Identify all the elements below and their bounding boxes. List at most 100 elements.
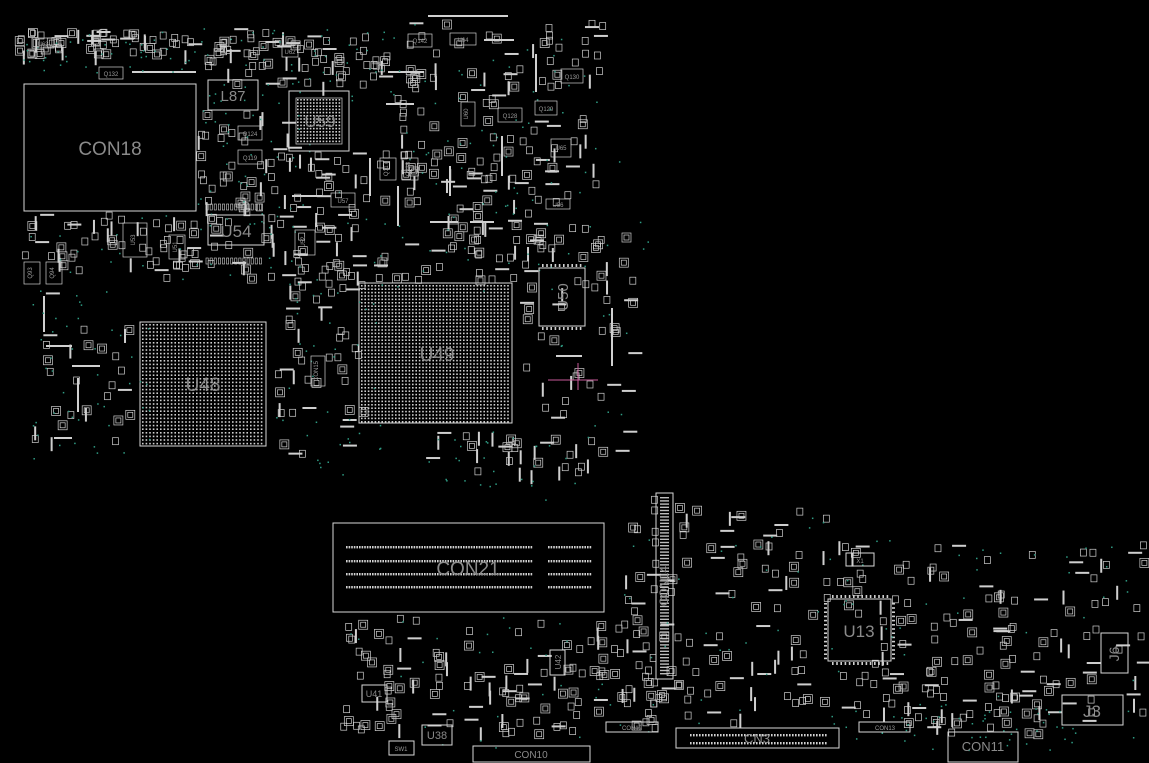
- con21-pins-g: [548, 573, 592, 576]
- label-con13: CON13: [875, 726, 896, 732]
- label-con10: CON10: [514, 750, 548, 761]
- cn3-pins: [690, 734, 827, 737]
- con21-pins-h: [548, 586, 592, 589]
- j6-outline[interactable]: [1100, 632, 1129, 674]
- label-u63: U63: [37, 42, 49, 48]
- label-u41: U41: [366, 689, 383, 699]
- con21-pins-d: [346, 586, 533, 589]
- label-x1: X1: [856, 559, 864, 565]
- label-u53: U53: [131, 234, 137, 246]
- q129-outline[interactable]: [534, 100, 558, 116]
- q117-outline[interactable]: [379, 157, 397, 181]
- label-j3: J3: [1083, 702, 1101, 721]
- u13-pins: [824, 595, 895, 665]
- u62-outline[interactable]: [281, 44, 299, 58]
- q130-outline[interactable]: [560, 68, 584, 84]
- label-u38: U38: [427, 730, 447, 742]
- label-con14: CON14: [657, 566, 671, 606]
- x1-outline[interactable]: [845, 552, 875, 567]
- u41-outline[interactable]: [361, 684, 388, 703]
- u65-outline[interactable]: [550, 138, 572, 158]
- u52-outline[interactable]: [294, 229, 316, 256]
- q142-outline[interactable]: [407, 33, 433, 48]
- u38-outline[interactable]: [421, 724, 453, 746]
- con18-outline[interactable]: [23, 83, 197, 212]
- u64-outline[interactable]: [449, 32, 477, 46]
- con21-pins-e: [548, 546, 592, 549]
- q118-outline[interactable]: [401, 157, 419, 181]
- u49-bga[interactable]: [358, 282, 513, 424]
- sw1-outline[interactable]: [388, 740, 415, 756]
- label-u60: U60: [464, 108, 470, 120]
- label-u50: U50: [555, 283, 572, 311]
- label-u62: U62: [284, 50, 296, 56]
- slot-pads: [43, 15, 613, 439]
- u54-outline[interactable]: [207, 214, 265, 246]
- con14-outline[interactable]: [655, 492, 674, 680]
- con21-pins-c: [346, 573, 533, 576]
- q119-outline[interactable]: [237, 149, 263, 165]
- label-u65: U65: [555, 146, 567, 152]
- u57-outline[interactable]: [330, 192, 356, 208]
- label-u42: U42: [554, 654, 563, 669]
- label-con18: CON18: [78, 139, 141, 160]
- q128-outline[interactable]: [497, 107, 523, 123]
- label-l87: L87: [220, 88, 245, 105]
- u60-outline[interactable]: [460, 101, 476, 127]
- label-u56: U56: [552, 203, 564, 209]
- label-q129: Q129: [539, 107, 554, 113]
- con10-outline[interactable]: [472, 745, 591, 763]
- label-q132: Q132: [104, 72, 119, 78]
- u42-outline[interactable]: [549, 649, 566, 676]
- label-q142: Q142: [413, 39, 428, 45]
- q94-outline[interactable]: [45, 261, 63, 285]
- label-con21: CON21: [436, 559, 499, 580]
- u59-outline[interactable]: [288, 90, 350, 152]
- con12-outline[interactable]: [605, 721, 659, 733]
- u50-pins: [542, 264, 582, 330]
- con21-pins-b: [346, 560, 533, 563]
- q132-outline[interactable]: [98, 66, 124, 80]
- con11-outline[interactable]: [947, 731, 1019, 763]
- con21-outline[interactable]: [332, 522, 605, 613]
- label-u64: U64: [457, 38, 469, 44]
- label-u48: U48: [186, 375, 221, 396]
- label-q119: Q119: [243, 156, 258, 162]
- label-q93: Q93: [28, 267, 34, 279]
- u51-outline[interactable]: [168, 234, 186, 260]
- u13-outline[interactable]: [827, 598, 892, 662]
- u48-bga[interactable]: [139, 321, 267, 447]
- j3-outline[interactable]: [1061, 694, 1124, 726]
- label-u59: U59: [304, 112, 335, 131]
- u63-outline[interactable]: [31, 37, 55, 49]
- u59-bga[interactable]: [297, 99, 341, 143]
- con21-pins-a: [346, 546, 533, 549]
- con13-outline[interactable]: [858, 721, 911, 733]
- label-u57: U57: [337, 199, 349, 205]
- cn3-outline[interactable]: [675, 727, 840, 749]
- label-q117: Q117: [384, 161, 390, 176]
- l87-outline[interactable]: [207, 79, 259, 111]
- label-u49: U49: [420, 345, 455, 366]
- label-j6: J6: [1106, 646, 1122, 661]
- label-q124: Q124: [243, 132, 258, 138]
- u59-inner: [295, 97, 343, 145]
- label-cn3: CN3: [744, 731, 770, 746]
- label-con11: CON11: [962, 739, 1004, 754]
- u50-outline[interactable]: [538, 267, 586, 327]
- con15-outline[interactable]: [310, 355, 326, 387]
- label-u54: U54: [220, 222, 251, 241]
- q124-outline[interactable]: [237, 125, 263, 141]
- label-con12: CON12: [622, 726, 643, 732]
- q93-outline[interactable]: [23, 261, 41, 285]
- cn3-pins-2: [690, 742, 827, 745]
- label-q128: Q128: [503, 114, 518, 120]
- label-q118: Q118: [406, 161, 412, 176]
- u53-outline[interactable]: [122, 222, 148, 258]
- label-u51: U51: [173, 241, 179, 253]
- label-sw1: SW1: [394, 747, 408, 753]
- label-u13: U13: [843, 622, 874, 641]
- label-q130: Q130: [565, 75, 580, 81]
- u56-outline[interactable]: [545, 198, 571, 210]
